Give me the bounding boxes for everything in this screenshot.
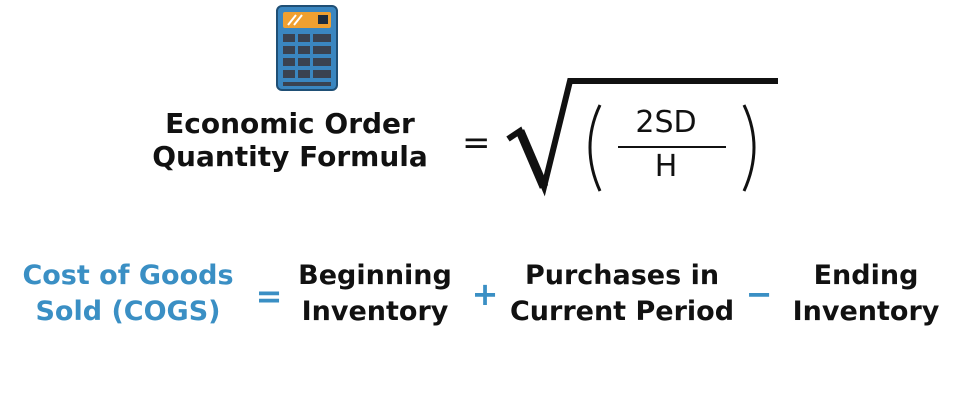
fraction-denominator: H — [654, 149, 678, 184]
cogs-equals-sign: = — [255, 277, 283, 315]
fraction-numerator: 2SD — [635, 105, 697, 140]
minus-sign: − — [745, 275, 773, 313]
cogs-lhs-label: Cost of Goods Sold (COGS) — [0, 258, 256, 330]
term2-line1: Purchases in — [524, 260, 720, 291]
calculator-icon — [276, 5, 338, 91]
eoq-title-line2: Quantity Formula — [152, 140, 428, 173]
square-root-symbol — [506, 78, 778, 197]
term3-line2: Inventory — [792, 296, 940, 327]
term3-line1: Ending — [813, 260, 919, 291]
eoq-equals-sign: = — [462, 123, 491, 163]
eoq-title: Economic Order Quantity Formula — [140, 107, 440, 173]
cogs-lhs-line2: Sold (COGS) — [35, 296, 221, 327]
purchases-term: Purchases in Current Period — [500, 258, 744, 330]
cogs-lhs-line1: Cost of Goods — [22, 260, 234, 291]
eoq-title-line1: Economic Order — [165, 107, 415, 140]
plus-sign: + — [471, 275, 499, 313]
term1-line1: Beginning — [298, 260, 452, 291]
term1-line2: Inventory — [301, 296, 449, 327]
ending-inventory-term: Ending Inventory — [776, 258, 956, 330]
beginning-inventory-term: Beginning Inventory — [280, 258, 470, 330]
term2-line2: Current Period — [509, 296, 735, 327]
